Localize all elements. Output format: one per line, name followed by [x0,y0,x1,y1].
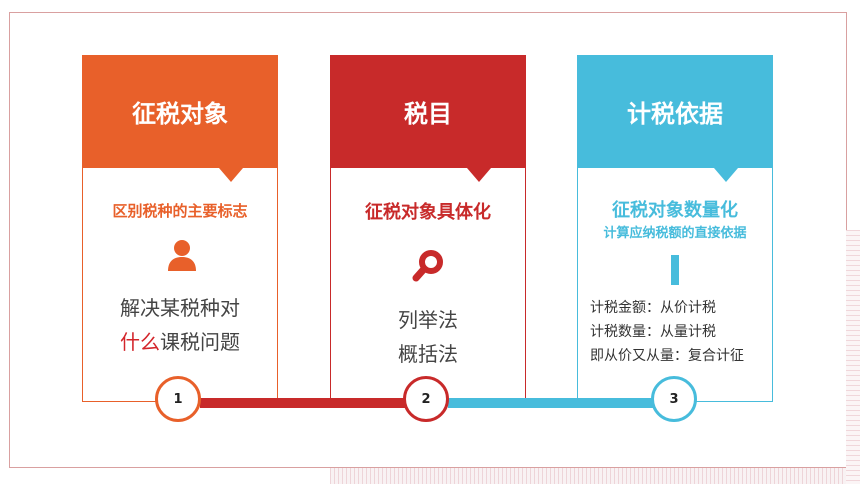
card-tax-object: 征税对象 区别税种的主要标志 解决某税种对 什么课税问题 [82,55,278,402]
card-subtitle: 征税对象具体化 [365,202,491,223]
list-item: 计税金额：从价计税 [590,300,716,316]
step-circle-3: 3 [651,376,697,422]
timeline-connector-cyan [448,398,658,408]
card-subtitle-secondary: 计算应纳税额的直接依据 [603,226,747,241]
card-text-line2: 什么课税问题 [83,326,277,358]
card-text-line1: 列举法 [398,308,458,332]
card-text-rest: 课税问题 [160,330,240,354]
card-body: 征税对象数量化 计算应纳税额的直接依据 计税金额：从价计税 计税数量：从量计税 … [577,168,773,402]
card-body: 征税对象具体化 列举法 概括法 [330,168,526,402]
step-circle-2: 2 [403,376,449,422]
step-circle-1: 1 [155,376,201,422]
card-title: 计税依据 [627,100,723,128]
card-text-emphasis: 什么 [120,330,160,354]
step-number: 1 [173,391,183,407]
decorative-stripes-right [846,230,860,484]
card-title: 征税对象 [132,100,228,128]
header-notch [467,168,491,182]
card-text-line1: 解决某税种对 [120,296,240,320]
card-header: 计税依据 [577,55,773,168]
card-subtitle: 征税对象数量化 [612,200,738,221]
card-header: 征税对象 [82,55,278,168]
card-subtitle: 区别税种的主要标志 [112,202,248,220]
decorative-stripes [330,468,860,484]
person-icon [167,238,197,272]
card-title: 税目 [404,100,452,128]
list-item: 即从价又从量：复合计征 [590,348,744,364]
header-notch [219,168,243,182]
timeline-connector-red [200,398,410,408]
card-body: 区别税种的主要标志 解决某税种对 什么课税问题 [82,168,278,402]
card-tax-basis: 计税依据 征税对象数量化 计算应纳税额的直接依据 计税金额：从价计税 计税数量：… [577,55,773,402]
card-tax-item: 税目 征税对象具体化 列举法 概括法 [330,55,526,402]
bar-icon [671,255,679,285]
card-header: 税目 [330,55,526,168]
step-number: 3 [669,391,679,407]
search-icon [411,248,447,284]
header-notch [714,168,738,182]
card-text-line2: 概括法 [398,342,458,366]
list-item: 计税数量：从量计税 [590,324,716,340]
step-number: 2 [421,391,431,407]
